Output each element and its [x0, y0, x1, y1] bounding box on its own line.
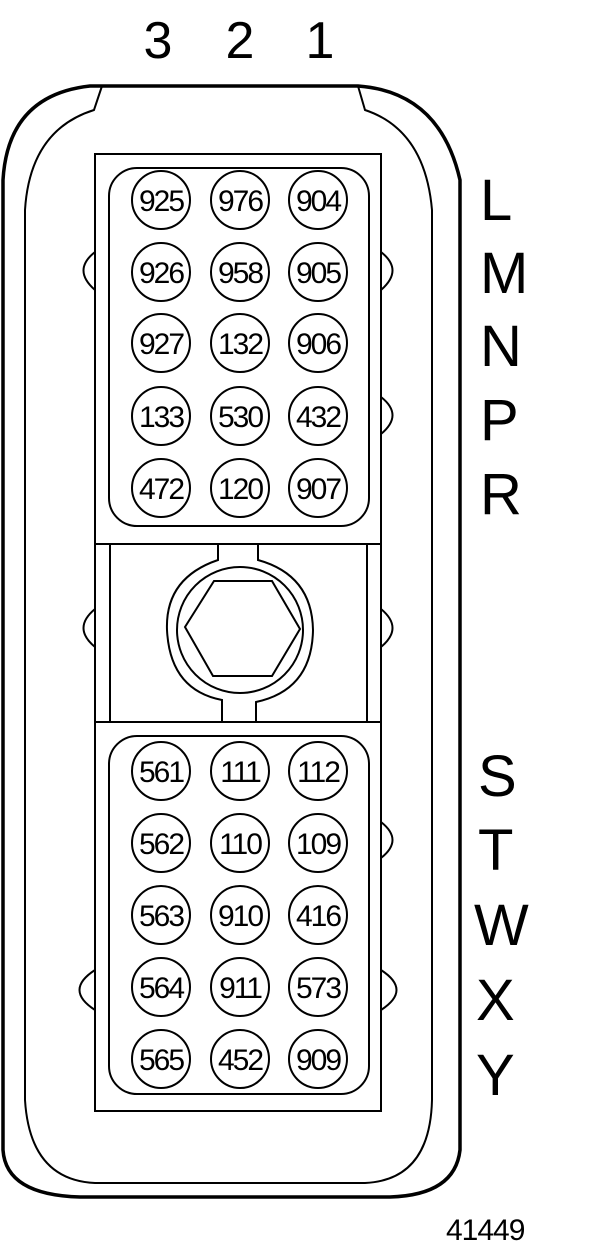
pin-label: 562	[139, 828, 184, 861]
pin-S1: 112	[288, 741, 348, 801]
upper-pins: 925 976 904 926 958 905 927 132 906 133 …	[131, 170, 348, 518]
lower-pin-block-insert	[108, 735, 370, 1095]
column-label-3: 3	[144, 12, 173, 70]
row-label-S: S	[478, 744, 517, 809]
pin-label: 112	[297, 756, 340, 789]
row-label-M: M	[480, 241, 528, 306]
latch-tabs	[78, 251, 398, 1011]
column-label-1: 1	[306, 12, 335, 70]
pin-label: 120	[218, 473, 263, 506]
pin-M1: 905	[288, 242, 348, 302]
pin-W1: 416	[288, 885, 348, 945]
pin-Y3: 565	[131, 1029, 191, 1089]
pin-L2: 976	[210, 170, 270, 230]
pin-label: 907	[296, 473, 341, 506]
pin-label: 926	[139, 257, 184, 290]
jackscrew-boss	[165, 544, 315, 722]
lower-pin-block-frame	[94, 721, 382, 1112]
pin-W2: 910	[210, 885, 270, 945]
pin-label: 564	[139, 972, 184, 1005]
connector-outer-housing	[1, 84, 462, 1199]
pin-S3: 561	[131, 741, 191, 801]
pin-X1: 573	[288, 957, 348, 1017]
pin-label: 910	[218, 900, 263, 933]
hex-jackscrew-icon	[183, 580, 302, 677]
pin-label: 416	[296, 900, 341, 933]
pin-L3: 925	[131, 170, 191, 230]
row-label-L: L	[480, 168, 512, 233]
pin-N1: 906	[288, 313, 348, 373]
pin-label: 911	[219, 972, 262, 1005]
pin-M2: 958	[210, 242, 270, 302]
pin-label: 925	[139, 185, 184, 218]
row-label-W: W	[474, 893, 529, 958]
row-label-N: N	[480, 314, 522, 379]
upper-pin-block-insert	[108, 167, 370, 527]
pin-Y2: 452	[210, 1029, 270, 1089]
pin-M3: 926	[131, 242, 191, 302]
figure-id: 41449	[446, 1214, 525, 1247]
pin-label: 110	[219, 828, 262, 861]
pin-label: 111	[220, 756, 261, 789]
column-labels: 3 2 1	[144, 12, 335, 70]
pin-label: 432	[296, 401, 341, 434]
pin-S2: 111	[210, 741, 270, 801]
pin-P1: 432	[288, 386, 348, 446]
pin-W3: 563	[131, 885, 191, 945]
pin-label: 906	[296, 328, 341, 361]
pin-L1: 904	[288, 170, 348, 230]
pin-label: 905	[296, 257, 341, 290]
pin-T1: 109	[288, 813, 348, 873]
pin-T2: 110	[210, 813, 270, 873]
upper-pin-block-frame	[94, 153, 382, 545]
pin-label: 132	[218, 328, 263, 361]
pin-label: 573	[296, 972, 341, 1005]
pin-label: 909	[296, 1044, 341, 1077]
pin-P2: 530	[210, 386, 270, 446]
connector-inner-housing	[24, 85, 433, 1184]
row-label-T: T	[478, 818, 513, 883]
pin-label: 472	[139, 473, 184, 506]
row-labels-upper: L M N P R	[480, 168, 528, 527]
pin-Y1: 909	[288, 1029, 348, 1089]
pin-P3: 133	[131, 386, 191, 446]
pin-R3: 472	[131, 458, 191, 518]
column-label-2: 2	[226, 12, 255, 70]
pin-X3: 564	[131, 957, 191, 1017]
pin-N2: 132	[210, 313, 270, 373]
pin-T3: 562	[131, 813, 191, 873]
jackscrew-ring	[176, 566, 304, 694]
pin-label: 133	[139, 401, 184, 434]
pin-label: 976	[218, 185, 263, 218]
row-label-X: X	[476, 968, 515, 1033]
pin-label: 561	[139, 756, 184, 789]
pin-label: 452	[218, 1044, 263, 1077]
lower-pins: 561 111 112 562 110 109 563 910 416 564 …	[131, 741, 348, 1089]
pin-label: 904	[296, 185, 341, 218]
row-labels-lower: S T W X Y	[474, 744, 529, 1108]
pin-X2: 911	[210, 957, 270, 1017]
pin-label: 563	[139, 900, 184, 933]
pin-N3: 927	[131, 313, 191, 373]
row-label-P: P	[480, 388, 519, 453]
row-label-R: R	[480, 462, 522, 527]
pin-label: 565	[139, 1044, 184, 1077]
pin-label: 109	[296, 828, 341, 861]
pin-label: 927	[139, 328, 184, 361]
pin-R2: 120	[210, 458, 270, 518]
pin-label: 530	[218, 401, 263, 434]
pin-label: 958	[218, 257, 263, 290]
pin-R1: 907	[288, 458, 348, 518]
row-label-Y: Y	[476, 1043, 515, 1108]
